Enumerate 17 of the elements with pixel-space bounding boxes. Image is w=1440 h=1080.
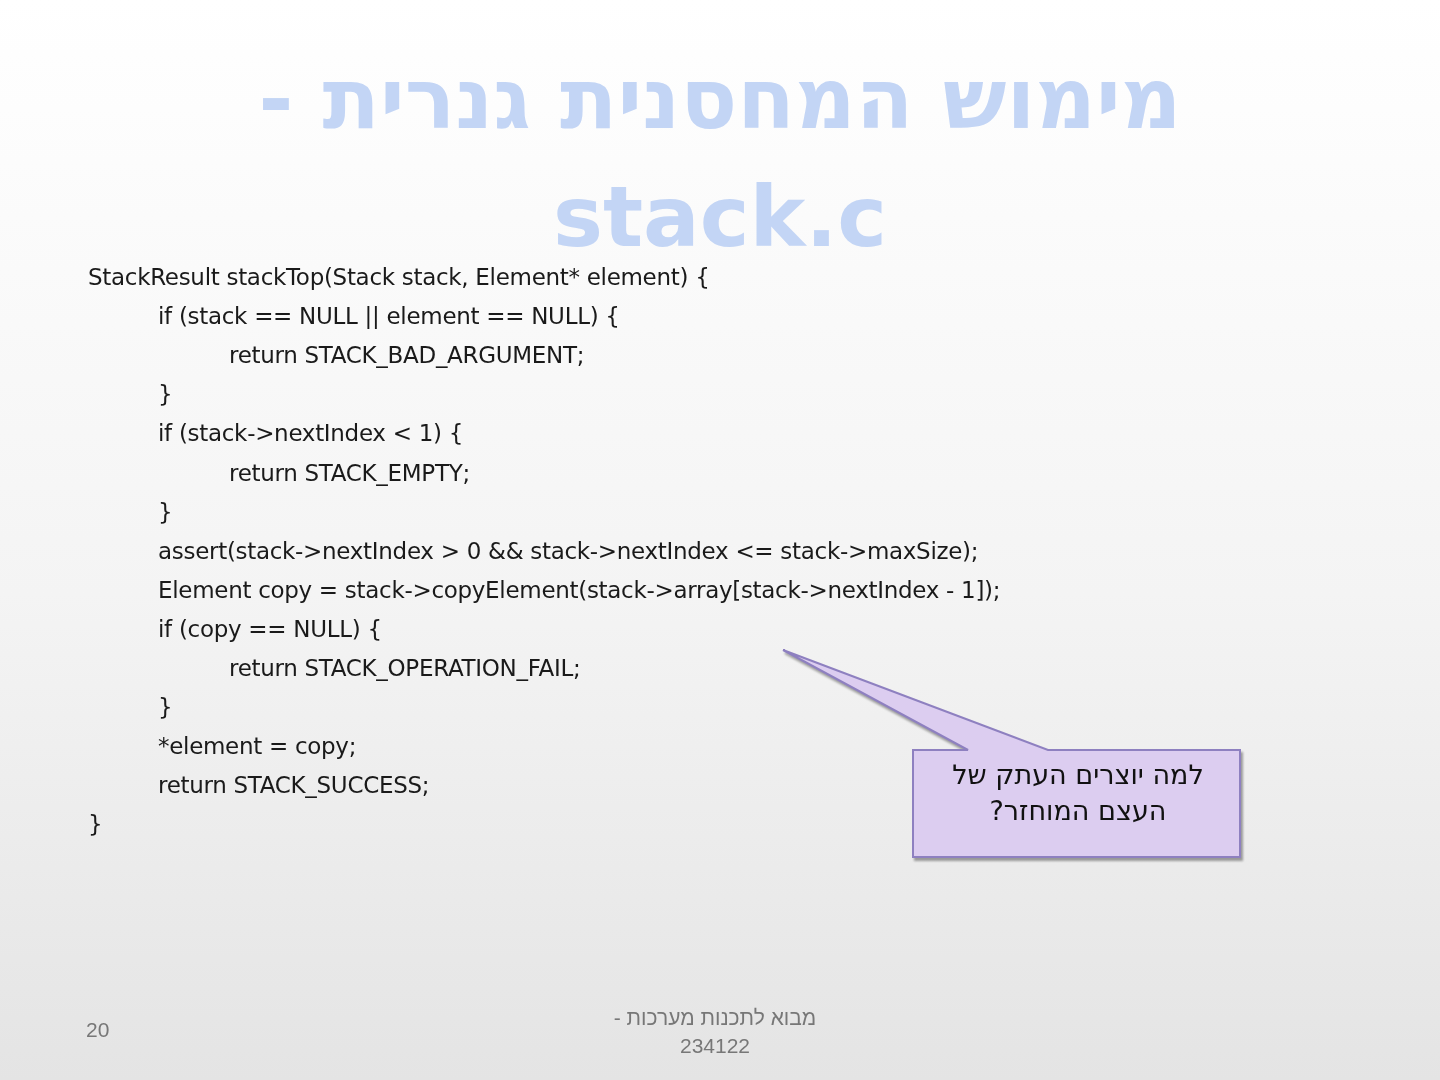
code-line: StackResult stackTop(Stack stack, Element* element) {	[88, 263, 710, 292]
code-line: }	[158, 380, 173, 410]
code-line: *element = copy;	[158, 732, 357, 762]
page-number: 20	[86, 1018, 110, 1042]
footer-text: מבוא לתכנות מערכות - 234122	[612, 1005, 818, 1059]
code-line: if (stack->nextIndex < 1) {	[158, 419, 464, 449]
code-line: }	[88, 810, 103, 840]
code-line: Element copy = stack->copyElement(stack->array[stack->nextIndex - 1]);	[158, 575, 1001, 605]
code-line: assert(stack->nextIndex > 0 && stack->nextIndex <= stack->maxSize);	[158, 536, 979, 566]
code-line: }	[158, 693, 173, 723]
code-line: return STACK_SUCCESS;	[158, 771, 430, 801]
code-line: if (copy == NULL) {	[158, 614, 382, 644]
code-line: return STACK_BAD_ARGUMENT;	[229, 341, 585, 371]
code-line: if (stack == NULL || element == NULL) {	[158, 302, 620, 332]
code-line: }	[158, 497, 173, 527]
code-line: return STACK_EMPTY;	[229, 458, 470, 488]
code-line: return STACK_OPERATION_FAIL;	[229, 654, 581, 683]
